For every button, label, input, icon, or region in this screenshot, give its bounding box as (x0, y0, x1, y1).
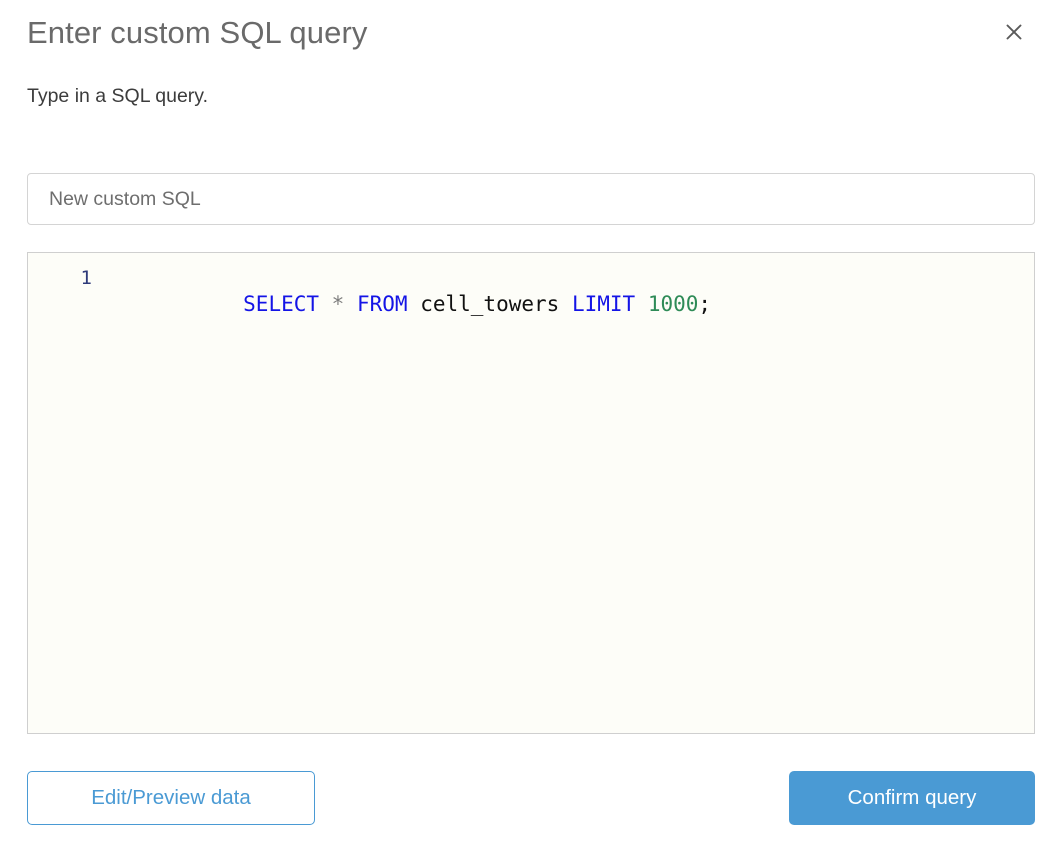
edit-preview-data-button[interactable]: Edit/Preview data (27, 771, 315, 825)
sql-token-space-3 (408, 292, 421, 316)
sql-token-table-name: cell_towers (420, 292, 560, 316)
sql-token-space-2 (344, 292, 357, 316)
sql-token-star: * (331, 292, 345, 316)
dialog-subtitle: Type in a SQL query. (27, 85, 209, 107)
page-title: Enter custom SQL query (27, 15, 368, 50)
sql-token-keyword-limit: LIMIT (571, 292, 636, 316)
confirm-query-button[interactable]: Confirm query (789, 771, 1035, 825)
close-icon (1004, 22, 1024, 42)
sql-token-space-5 (635, 292, 648, 316)
code-row: 1 SELECT * FROM cell_towers LIMIT 1000; (28, 253, 1034, 316)
dialog-header: Enter custom SQL query (0, 0, 1061, 70)
close-button[interactable] (999, 17, 1029, 47)
query-name-input[interactable] (27, 173, 1035, 225)
sql-token-space-4 (559, 292, 572, 316)
sql-editor[interactable]: 1 SELECT * FROM cell_towers LIMIT 1000; (27, 252, 1035, 734)
sql-token-semicolon: ; (698, 292, 712, 316)
sql-token-limit-value: 1000 (647, 292, 699, 316)
sql-token-space-1 (319, 292, 332, 316)
line-number: 1 (80, 267, 92, 289)
sql-token-keyword-from: FROM (356, 292, 408, 316)
code-line: SELECT * FROM cell_towers LIMIT 1000; (92, 265, 1034, 343)
sql-token-keyword-select: SELECT (243, 292, 320, 316)
